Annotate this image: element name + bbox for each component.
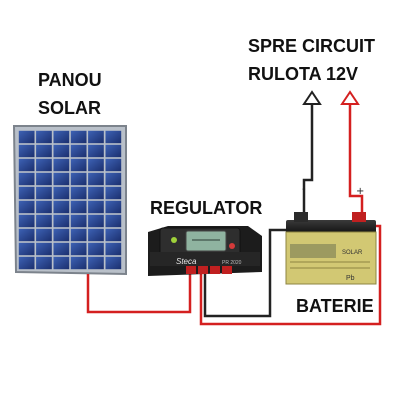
solar-cell xyxy=(105,200,122,214)
solar-cell xyxy=(70,186,87,200)
solar-cell xyxy=(36,186,52,200)
solar-cell xyxy=(36,172,52,186)
solar-cell xyxy=(88,256,104,270)
solar-cell xyxy=(70,172,87,186)
model-text: PR 2020 xyxy=(222,260,242,266)
solar-cell xyxy=(36,242,52,256)
solar-cell xyxy=(18,256,35,270)
solar-cell xyxy=(105,130,122,144)
solar-cell xyxy=(88,214,104,228)
solar-cell xyxy=(53,144,70,158)
arrow-up-black-icon xyxy=(302,90,322,105)
battery-icon xyxy=(285,212,377,285)
solar-cell xyxy=(36,214,52,228)
solar-cell xyxy=(18,158,35,172)
solar-cell xyxy=(53,228,70,242)
solar-cell xyxy=(88,242,104,256)
solar-cell xyxy=(18,186,35,200)
wire-circuit-negative xyxy=(302,104,314,212)
solar-panel-icon xyxy=(12,125,127,276)
solar-cell xyxy=(36,158,52,172)
solar-cell xyxy=(105,214,122,228)
solar-cell xyxy=(105,144,122,158)
solar-cell xyxy=(105,172,122,186)
solar-cell xyxy=(53,172,70,186)
battery-brand-text: SOLAR xyxy=(342,250,363,256)
regulator-label: REGULATOR xyxy=(150,198,263,218)
battery-label: BATERIE xyxy=(296,296,374,316)
solar-cell xyxy=(70,158,87,172)
solar-cell xyxy=(18,242,35,256)
solar-cell xyxy=(18,214,35,228)
solar-cell xyxy=(53,186,70,200)
solar-cell xyxy=(88,200,104,214)
wires xyxy=(86,104,382,326)
solar-cell xyxy=(88,186,104,200)
solar-cell xyxy=(88,228,104,242)
solar-cell xyxy=(105,228,122,242)
battery-code-text: Pb xyxy=(346,275,355,282)
brand-text: Steca xyxy=(176,257,197,266)
solar-cell xyxy=(105,186,122,200)
solar-cell xyxy=(88,158,104,172)
negative-mark: - xyxy=(302,184,306,195)
charge-regulator-icon xyxy=(148,226,262,276)
solar-cell xyxy=(88,130,104,144)
wire-circuit-positive xyxy=(348,104,364,212)
solar-cell xyxy=(105,158,122,172)
panel-label-line1: PANOU xyxy=(38,70,102,90)
solar-cell xyxy=(70,228,87,242)
solar-cell xyxy=(53,214,70,228)
solar-cell xyxy=(53,158,70,172)
wire-panel-positive xyxy=(86,272,192,314)
solar-cell xyxy=(53,256,70,270)
solar-cell xyxy=(53,242,70,256)
solar-cell xyxy=(53,130,70,144)
arrow-up-red-icon xyxy=(340,90,360,105)
solar-cell xyxy=(18,200,35,214)
solar-cell xyxy=(36,144,52,158)
solar-cell xyxy=(70,130,87,144)
solar-cell xyxy=(36,228,52,242)
solar-cell xyxy=(36,256,52,270)
solar-cell xyxy=(70,256,87,270)
solar-cell xyxy=(18,130,35,144)
solar-cell xyxy=(88,172,104,186)
solar-cell xyxy=(18,228,35,242)
solar-cell xyxy=(18,172,35,186)
solar-cell xyxy=(105,242,122,256)
solar-cell xyxy=(70,214,87,228)
positive-mark: + xyxy=(356,186,364,197)
panel-label-line2: SOLAR xyxy=(38,98,101,118)
circuit-label-line2: RULOTA 12V xyxy=(248,64,359,84)
wire-battery-negative xyxy=(203,228,298,318)
solar-cell xyxy=(53,200,70,214)
solar-cell xyxy=(36,130,52,144)
solar-cell xyxy=(70,242,87,256)
solar-cell xyxy=(88,144,104,158)
solar-cell xyxy=(18,144,35,158)
solar-cell xyxy=(70,200,87,214)
solar-cell xyxy=(105,256,122,270)
solar-cell xyxy=(70,144,87,158)
circuit-label-line1: SPRE CIRCUIT xyxy=(248,36,376,56)
solar-cell xyxy=(36,200,52,214)
